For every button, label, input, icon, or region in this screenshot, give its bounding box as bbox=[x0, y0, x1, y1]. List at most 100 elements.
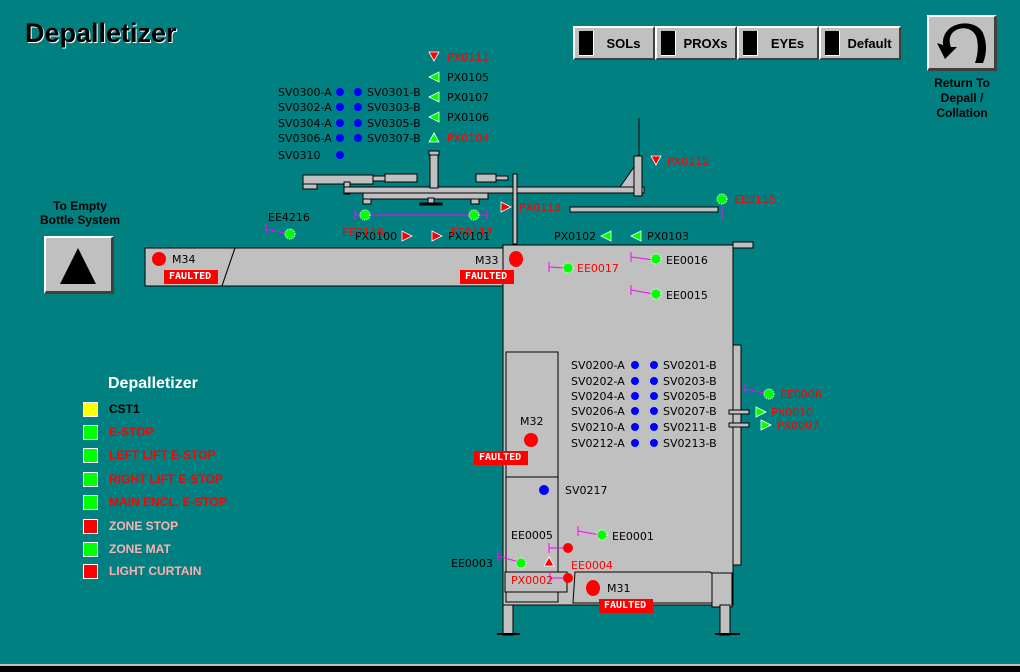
gantry-carriage bbox=[362, 192, 489, 200]
ee0115-eye-indicator[interactable] bbox=[716, 193, 728, 205]
eyes-button[interactable]: EYEs bbox=[737, 26, 819, 60]
px0002-label: PX0002 bbox=[511, 574, 554, 587]
legend-item: LEFT LIFT E-STOP bbox=[83, 447, 215, 463]
ee0115-label: EE0115 bbox=[734, 193, 776, 206]
px0007-prox-icon[interactable] bbox=[760, 419, 772, 431]
gantry-arm-foot bbox=[302, 183, 318, 190]
px0101-prox-icon[interactable] bbox=[431, 230, 443, 242]
ee0016-eye-indicator[interactable] bbox=[650, 253, 662, 265]
ee0001-eye-indicator[interactable] bbox=[596, 529, 608, 541]
ee0017-label: EE0017 bbox=[577, 262, 619, 275]
solenoid-indicator-sv0205-b[interactable] bbox=[649, 391, 659, 401]
rail-bracket-1 bbox=[728, 409, 750, 415]
px0100-prox-icon[interactable] bbox=[401, 230, 413, 242]
solenoid-indicator-sv0203-b[interactable] bbox=[649, 376, 659, 386]
px0106-prox-icon[interactable] bbox=[428, 111, 440, 123]
proxs-button[interactable]: PROXs bbox=[655, 26, 737, 60]
ee0003-bracket bbox=[497, 551, 520, 563]
px0113-prox-icon[interactable] bbox=[500, 201, 512, 213]
ee0015-label: EE0015 bbox=[666, 289, 708, 302]
solenoid-label-sv0213-b: SV0213-B bbox=[663, 437, 717, 450]
legend-status-box bbox=[83, 563, 98, 579]
px0102-prox-icon[interactable] bbox=[600, 230, 612, 242]
solenoid-label-sv0210-a: SV0210-A bbox=[571, 421, 625, 434]
ee0005-label: EE0005 bbox=[511, 529, 553, 542]
px0007-label: PX0007 bbox=[777, 419, 820, 432]
ee0116-label: EE0116 bbox=[342, 226, 384, 239]
px0104-label: PX0104 bbox=[447, 132, 490, 145]
solenoid-indicator-sv0211-b[interactable] bbox=[649, 422, 659, 432]
solenoid-indicator-sv0310[interactable] bbox=[335, 150, 345, 160]
legend-item: ZONE STOP bbox=[83, 518, 178, 534]
solenoid-indicator-sv0302-a[interactable] bbox=[335, 102, 345, 112]
ee0003-label: EE0003 bbox=[451, 557, 493, 570]
solenoid-indicator-sv0305-b[interactable] bbox=[353, 118, 363, 128]
px0002-prox-icon[interactable] bbox=[543, 556, 555, 568]
gantry-arm-left bbox=[302, 174, 374, 185]
legend-item: E-STOP bbox=[83, 424, 153, 440]
sv0217-indicator[interactable] bbox=[538, 484, 550, 496]
gantry-drop-post bbox=[512, 173, 518, 245]
ee0003-eye-indicator[interactable] bbox=[515, 557, 527, 569]
px0102-label: PX0102 bbox=[554, 230, 597, 243]
solenoid-label-sv0205-b: SV0205-B bbox=[663, 390, 717, 403]
return-label-line2: Depall / bbox=[940, 91, 984, 105]
gantry-column bbox=[633, 155, 643, 197]
empty-bottle-button[interactable] bbox=[44, 236, 114, 294]
solenoid-indicator-sv0300-a[interactable] bbox=[335, 87, 345, 97]
px0106-label: PX0106 bbox=[447, 111, 490, 124]
px0112-prox-icon[interactable] bbox=[650, 155, 662, 167]
sols-button[interactable]: SOLs bbox=[573, 26, 655, 60]
px0107-prox-icon[interactable] bbox=[428, 91, 440, 103]
solenoid-label-sv0304-a: SV0304-A bbox=[278, 117, 332, 130]
ee0015-eye-indicator[interactable] bbox=[650, 288, 662, 300]
solenoid-indicator-sv0204-a[interactable] bbox=[630, 391, 640, 401]
page-title: Depalletizer bbox=[25, 18, 177, 48]
px0105-prox-icon[interactable] bbox=[428, 71, 440, 83]
ee0117-label: EE0117 bbox=[451, 226, 493, 239]
ee0004-eye-indicator[interactable] bbox=[562, 572, 574, 584]
ee0006-eye-indicator[interactable] bbox=[763, 388, 775, 400]
px0104-prox-icon[interactable] bbox=[428, 132, 440, 144]
px0111-prox-icon[interactable] bbox=[428, 51, 440, 63]
solenoid-indicator-sv0307-b[interactable] bbox=[353, 133, 363, 143]
solenoid-indicator-sv0202-a[interactable] bbox=[630, 376, 640, 386]
legend-label: RIGHT LIFT E-STOP bbox=[109, 472, 223, 486]
leg-right bbox=[719, 604, 731, 636]
legend-item: MAIN ENCL. E-STOP bbox=[83, 494, 227, 510]
sv0217-label: SV0217 bbox=[565, 484, 608, 497]
solenoid-indicator-sv0306-a[interactable] bbox=[335, 133, 345, 143]
solenoid-indicator-sv0303-b[interactable] bbox=[353, 102, 363, 112]
solenoid-indicator-sv0206-a[interactable] bbox=[630, 406, 640, 416]
m33-status-dot bbox=[509, 251, 523, 267]
solenoid-label-sv0202-a: SV0202-A bbox=[571, 375, 625, 388]
solenoid-indicator-sv0201-b[interactable] bbox=[649, 360, 659, 370]
ee0116-eye-indicator[interactable] bbox=[359, 209, 371, 221]
legend-item: CST1 bbox=[83, 401, 140, 417]
return-button[interactable] bbox=[927, 15, 997, 71]
solenoid-indicator-sv0200-a[interactable] bbox=[630, 360, 640, 370]
ee0117-eye-indicator[interactable] bbox=[468, 209, 480, 221]
solenoid-label-sv0301-b: SV0301-B bbox=[367, 86, 421, 99]
ee0005-eye-indicator[interactable] bbox=[562, 542, 574, 554]
vertical-post bbox=[429, 153, 439, 189]
default-button[interactable]: Default bbox=[819, 26, 901, 60]
m31-label: M31 bbox=[607, 582, 631, 595]
return-arrow-icon bbox=[937, 23, 986, 63]
solenoid-indicator-sv0210-a[interactable] bbox=[630, 422, 640, 432]
px0105-label: PX0105 bbox=[447, 71, 490, 84]
solenoid-indicator-sv0212-a[interactable] bbox=[630, 438, 640, 448]
solenoid-indicator-sv0301-b[interactable] bbox=[353, 87, 363, 97]
solenoid-indicator-sv0207-b[interactable] bbox=[649, 406, 659, 416]
ee4216-eye-indicator[interactable] bbox=[284, 228, 296, 240]
ee0017-eye-indicator[interactable] bbox=[562, 262, 574, 274]
px0010-prox-icon[interactable] bbox=[755, 406, 767, 418]
m31-status-dot bbox=[586, 580, 600, 596]
legend-item: ZONE MAT bbox=[83, 541, 171, 557]
px0103-prox-icon[interactable] bbox=[630, 230, 642, 242]
return-label: Return To Depall / Collation bbox=[918, 76, 1006, 121]
m33-label: M33 bbox=[475, 254, 499, 267]
bottom-edge bbox=[0, 666, 1020, 672]
solenoid-indicator-sv0304-a[interactable] bbox=[335, 118, 345, 128]
solenoid-indicator-sv0213-b[interactable] bbox=[649, 438, 659, 448]
